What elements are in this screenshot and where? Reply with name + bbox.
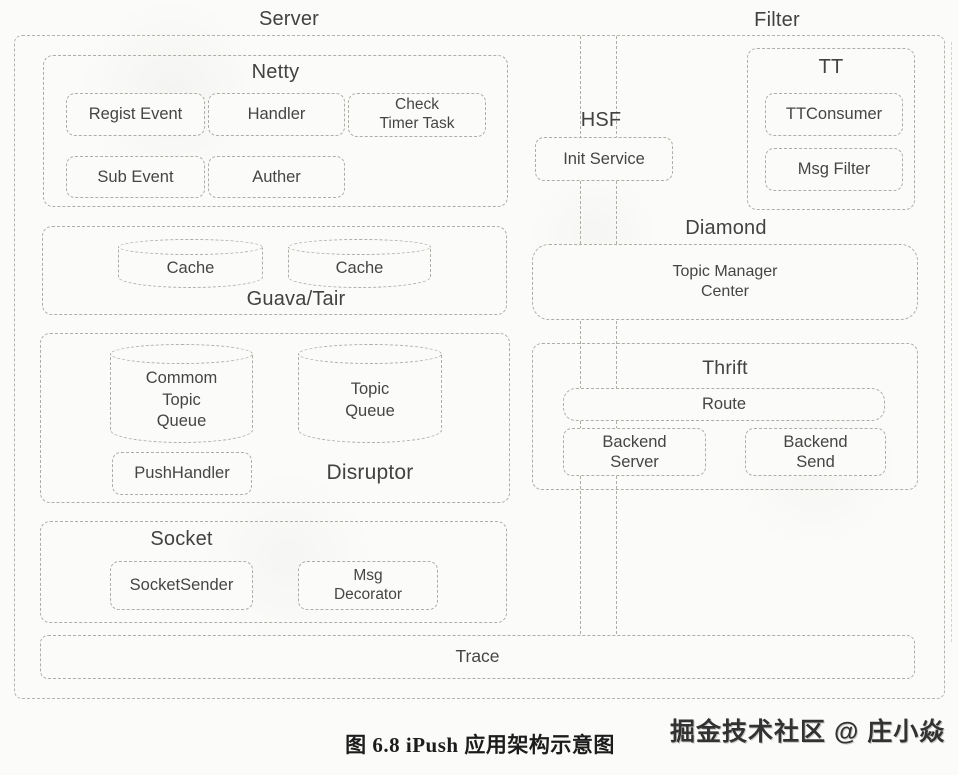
cylinder-top-ellipse	[118, 239, 263, 255]
push-handler-node: PushHandler	[112, 452, 252, 495]
cache-cylinder-right: Cache	[288, 239, 431, 288]
filter-section-label: Filter	[754, 9, 800, 31]
server-section-label: Server	[258, 8, 320, 30]
disruptor-title: Disruptor	[326, 461, 414, 484]
init-service-node: Init Service	[535, 137, 673, 181]
scan-edge-artifact-line	[951, 42, 952, 642]
regist-event-node: Regist Event	[66, 93, 205, 136]
thrift-title: Thrift	[702, 357, 748, 379]
topic-manager-center-node: Topic Manager Center	[532, 244, 918, 320]
socket-title: Socket	[150, 528, 213, 550]
cylinder-top-ellipse	[288, 239, 431, 255]
route-node: Route	[563, 388, 885, 421]
cache-left-label: Cache	[166, 258, 215, 277]
socket-group-box	[40, 521, 507, 623]
handler-node: Handler	[208, 93, 345, 136]
cylinder-top-ellipse	[110, 344, 253, 364]
disruptor-group-box	[40, 333, 510, 503]
cylinder-body	[110, 354, 253, 443]
msg-filter-node: Msg Filter	[765, 148, 903, 191]
backend-server-node: Backend Server	[563, 428, 706, 476]
tt-consumer-node: TTConsumer	[765, 93, 903, 136]
backend-send-node: Backend Send	[745, 428, 886, 476]
cache-right-label: Cache	[335, 258, 384, 277]
netty-title: Netty	[251, 61, 300, 83]
filter-left-divider-line	[616, 36, 617, 634]
watermark-text: 掘金技术社区 @ 庄小焱	[670, 718, 946, 746]
guava-tair-group-box	[42, 226, 507, 315]
sub-event-node: Sub Event	[66, 156, 205, 198]
guava-tair-title: Guava/Tair	[246, 288, 346, 310]
commom-topic-queue-cylinder: Commom Topic Queue	[110, 344, 253, 443]
topic-queue-label: Topic Queue	[345, 380, 395, 420]
topic-queue-cylinder: Topic Queue	[298, 344, 442, 443]
cylinder-top-ellipse	[298, 344, 442, 364]
netty-group-box	[43, 55, 508, 207]
cache-cylinder-left: Cache	[118, 239, 263, 288]
thrift-group-box	[532, 343, 918, 490]
figure-caption: 图 6.8 iPush 应用架构示意图	[345, 733, 615, 757]
commom-topic-queue-label: Commom Topic Queue	[145, 369, 218, 431]
auther-node: Auther	[208, 156, 345, 198]
msg-decorator-node: Msg Decorator	[298, 561, 438, 610]
cylinder-body	[298, 354, 442, 443]
hsf-title: HSF	[580, 109, 622, 131]
check-timer-task-node: Check Timer Task	[348, 93, 486, 137]
diamond-title: Diamond	[685, 217, 767, 239]
tt-title: TT	[818, 56, 844, 78]
socket-sender-node: SocketSender	[110, 561, 253, 610]
trace-node: Trace	[40, 635, 915, 679]
diagram-outer-frame	[14, 35, 945, 699]
tt-group-box	[747, 48, 915, 210]
server-right-divider-line	[580, 36, 581, 634]
